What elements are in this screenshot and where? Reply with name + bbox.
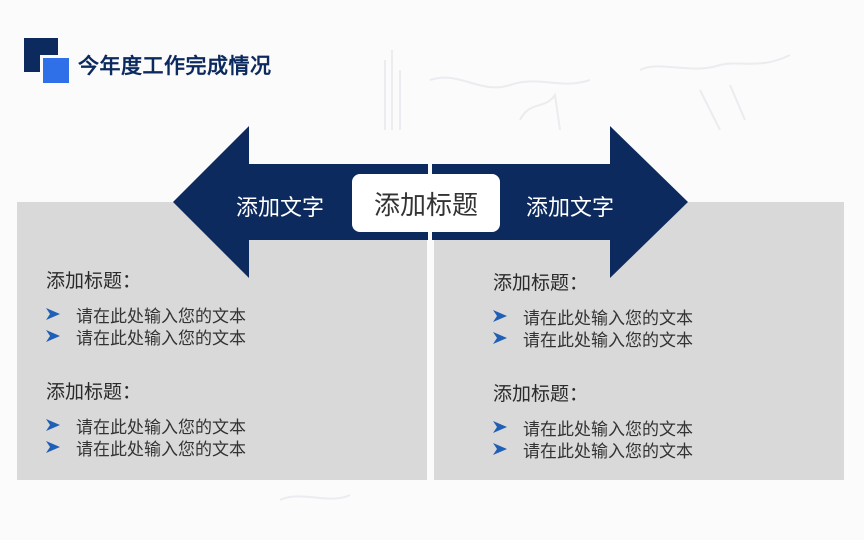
- left-arrow-label: 添加文字: [236, 196, 325, 221]
- list-item: 请在此处输入您的文本: [493, 305, 693, 329]
- section-title: 添加标题：: [46, 270, 142, 292]
- left-arrow-shape: [173, 126, 428, 278]
- arrowhead-bullet-icon: [46, 441, 60, 453]
- arrowhead-bullet-icon: [493, 421, 507, 433]
- bullet-text: 请在此处输入您的文本: [76, 306, 246, 327]
- list-item: 请在此处输入您的文本: [493, 438, 693, 462]
- slide-title: 今年度工作完成情况: [78, 54, 272, 78]
- section-title: 添加标题：: [493, 272, 589, 294]
- section-title: 添加标题：: [46, 381, 142, 403]
- list-item: 请在此处输入您的文本: [46, 414, 246, 438]
- bullet-text: 请在此处输入您的文本: [523, 419, 693, 440]
- square-logo-icon: [24, 38, 69, 83]
- list-item: 请在此处输入您的文本: [493, 416, 693, 440]
- arrowhead-bullet-icon: [46, 419, 60, 431]
- bullet-text: 请在此处输入您的文本: [76, 439, 246, 460]
- arrowhead-bullet-icon: [493, 310, 507, 322]
- bullet-text: 请在此处输入您的文本: [523, 330, 693, 351]
- list-item: 请在此处输入您的文本: [46, 303, 246, 327]
- left-section-1: 添加标题： 请在此处输入您的文本 请在此处输入您的文本: [46, 266, 246, 349]
- bullet-text: 请在此处输入您的文本: [76, 328, 246, 349]
- arrowhead-bullet-icon: [46, 330, 60, 342]
- section-title: 添加标题：: [493, 383, 589, 405]
- right-section-1: 添加标题： 请在此处输入您的文本 请在此处输入您的文本: [493, 268, 693, 351]
- bullet-text: 请在此处输入您的文本: [76, 417, 246, 438]
- arrowhead-bullet-icon: [493, 443, 507, 455]
- right-section-2: 添加标题： 请在此处输入您的文本 请在此处输入您的文本: [493, 379, 693, 462]
- bullet-text: 请在此处输入您的文本: [523, 308, 693, 329]
- list-item: 请在此处输入您的文本: [46, 325, 246, 349]
- right-arrow-label: 添加文字: [526, 196, 615, 221]
- list-item: 请在此处输入您的文本: [493, 327, 693, 351]
- list-item: 请在此处输入您的文本: [46, 436, 246, 460]
- right-arrow-shape: [432, 126, 688, 278]
- left-section-2: 添加标题： 请在此处输入您的文本 请在此处输入您的文本: [46, 377, 246, 460]
- bullet-text: 请在此处输入您的文本: [523, 441, 693, 462]
- arrowhead-bullet-icon: [46, 308, 60, 320]
- center-title-box: 添加标题: [352, 174, 500, 232]
- arrowhead-bullet-icon: [493, 332, 507, 344]
